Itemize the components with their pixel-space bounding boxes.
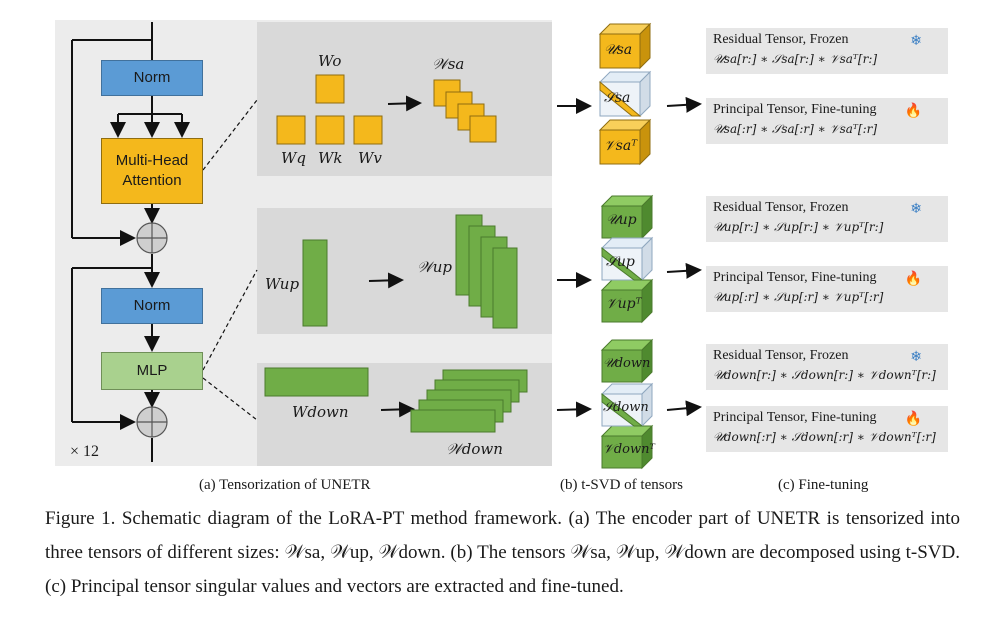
flame-icon: 🔥 [904,411,922,427]
result-box-down-residual: Residual Tensor, Frozen 𝒰down[r:] ∗ 𝒮dow… [706,344,948,390]
v-up-label: 𝒱upᵀ [606,296,642,312]
result-title: Principal Tensor, Fine-tuning [713,270,877,285]
s-sa-label: 𝒮sa [604,90,631,106]
u-down-label: 𝒰down [603,356,651,371]
repeat-count: × 12 [70,443,100,460]
norm-block-2: Norm [101,288,203,324]
result-box-sa-residual: Residual Tensor, Frozen 𝒰sa[r:] ∗ 𝒮sa[r:… [706,28,948,74]
wk-label: Wk [318,149,343,167]
diagram-connectors [71,22,702,470]
subcaption-b: (b) t-SVD of tensors [560,477,683,493]
result-title: Principal Tensor, Fine-tuning [713,410,877,425]
wo-label: Wo [318,52,342,70]
result-formula: 𝒰up[r:] ∗ 𝒮up[r:] ∗ 𝒱upᵀ[r:] [713,220,884,234]
wv-label: Wv [358,149,382,167]
result-box-up-residual: Residual Tensor, Frozen 𝒰up[r:] ∗ 𝒮up[r:… [706,196,948,242]
v-down-label: 𝒱downᵀ [603,442,655,457]
subcaption-c: (c) Fine-tuning [778,477,869,493]
u-up-label: 𝒰up [606,212,637,228]
result-formula: 𝒰sa[r:] ∗ 𝒮sa[r:] ∗ 𝒱saᵀ[r:] [713,52,878,66]
attention-weights-panel [257,22,552,176]
result-formula: 𝒰down[r:] ∗ 𝒮down[r:] ∗ 𝒱downᵀ[r:] [713,368,936,382]
result-box-down-principal: Principal Tensor, Fine-tuning 𝒰down[:r] … [706,406,948,452]
result-title: Residual Tensor, Frozen [713,32,849,47]
result-formula: 𝒰sa[:r] ∗ 𝒮sa[:r] ∗ 𝒱saᵀ[:r] [713,122,878,136]
result-title: Principal Tensor, Fine-tuning [713,102,877,117]
result-title: Residual Tensor, Frozen [713,200,849,215]
s-up-label: 𝒮up [606,254,635,270]
v-sa-label: 𝒱saᵀ [604,138,638,154]
norm-block-1: Norm [101,60,203,96]
result-title: Residual Tensor, Frozen [713,348,849,363]
snowflake-icon: ❄ [910,201,922,217]
wup-label: Wup [265,275,300,293]
s-down-label: 𝒮down [603,400,649,415]
wup-tensor-label: 𝒲up [417,258,452,276]
wsa-tensor-label: 𝒲sa [432,55,465,73]
flame-icon: 🔥 [904,271,922,287]
multi-head-attention-block: Multi-Head Attention [101,138,203,204]
result-formula: 𝒰up[:r] ∗ 𝒮up[:r] ∗ 𝒱upᵀ[:r] [713,290,884,304]
snowflake-icon: ❄ [910,33,922,49]
u-sa-label: 𝒰sa [604,42,633,58]
mlp-block: MLP [101,352,203,390]
wq-label: Wq [281,149,307,167]
flame-icon: 🔥 [904,103,922,119]
snowflake-icon: ❄ [910,349,922,365]
result-box-up-principal: Principal Tensor, Fine-tuning 𝒰up[:r] ∗ … [706,266,948,312]
wdown-label: Wdown [292,403,349,421]
subcaption-a: (a) Tensorization of UNETR [199,477,371,493]
result-formula: 𝒰down[:r] ∗ 𝒮down[:r] ∗ 𝒱downᵀ[:r] [713,430,936,444]
result-box-sa-principal: Principal Tensor, Fine-tuning 𝒰sa[:r] ∗ … [706,98,948,144]
figure-caption: Figure 1. Schematic diagram of the LoRA-… [45,508,960,597]
wdown-tensor-label: 𝒲down [446,440,503,458]
